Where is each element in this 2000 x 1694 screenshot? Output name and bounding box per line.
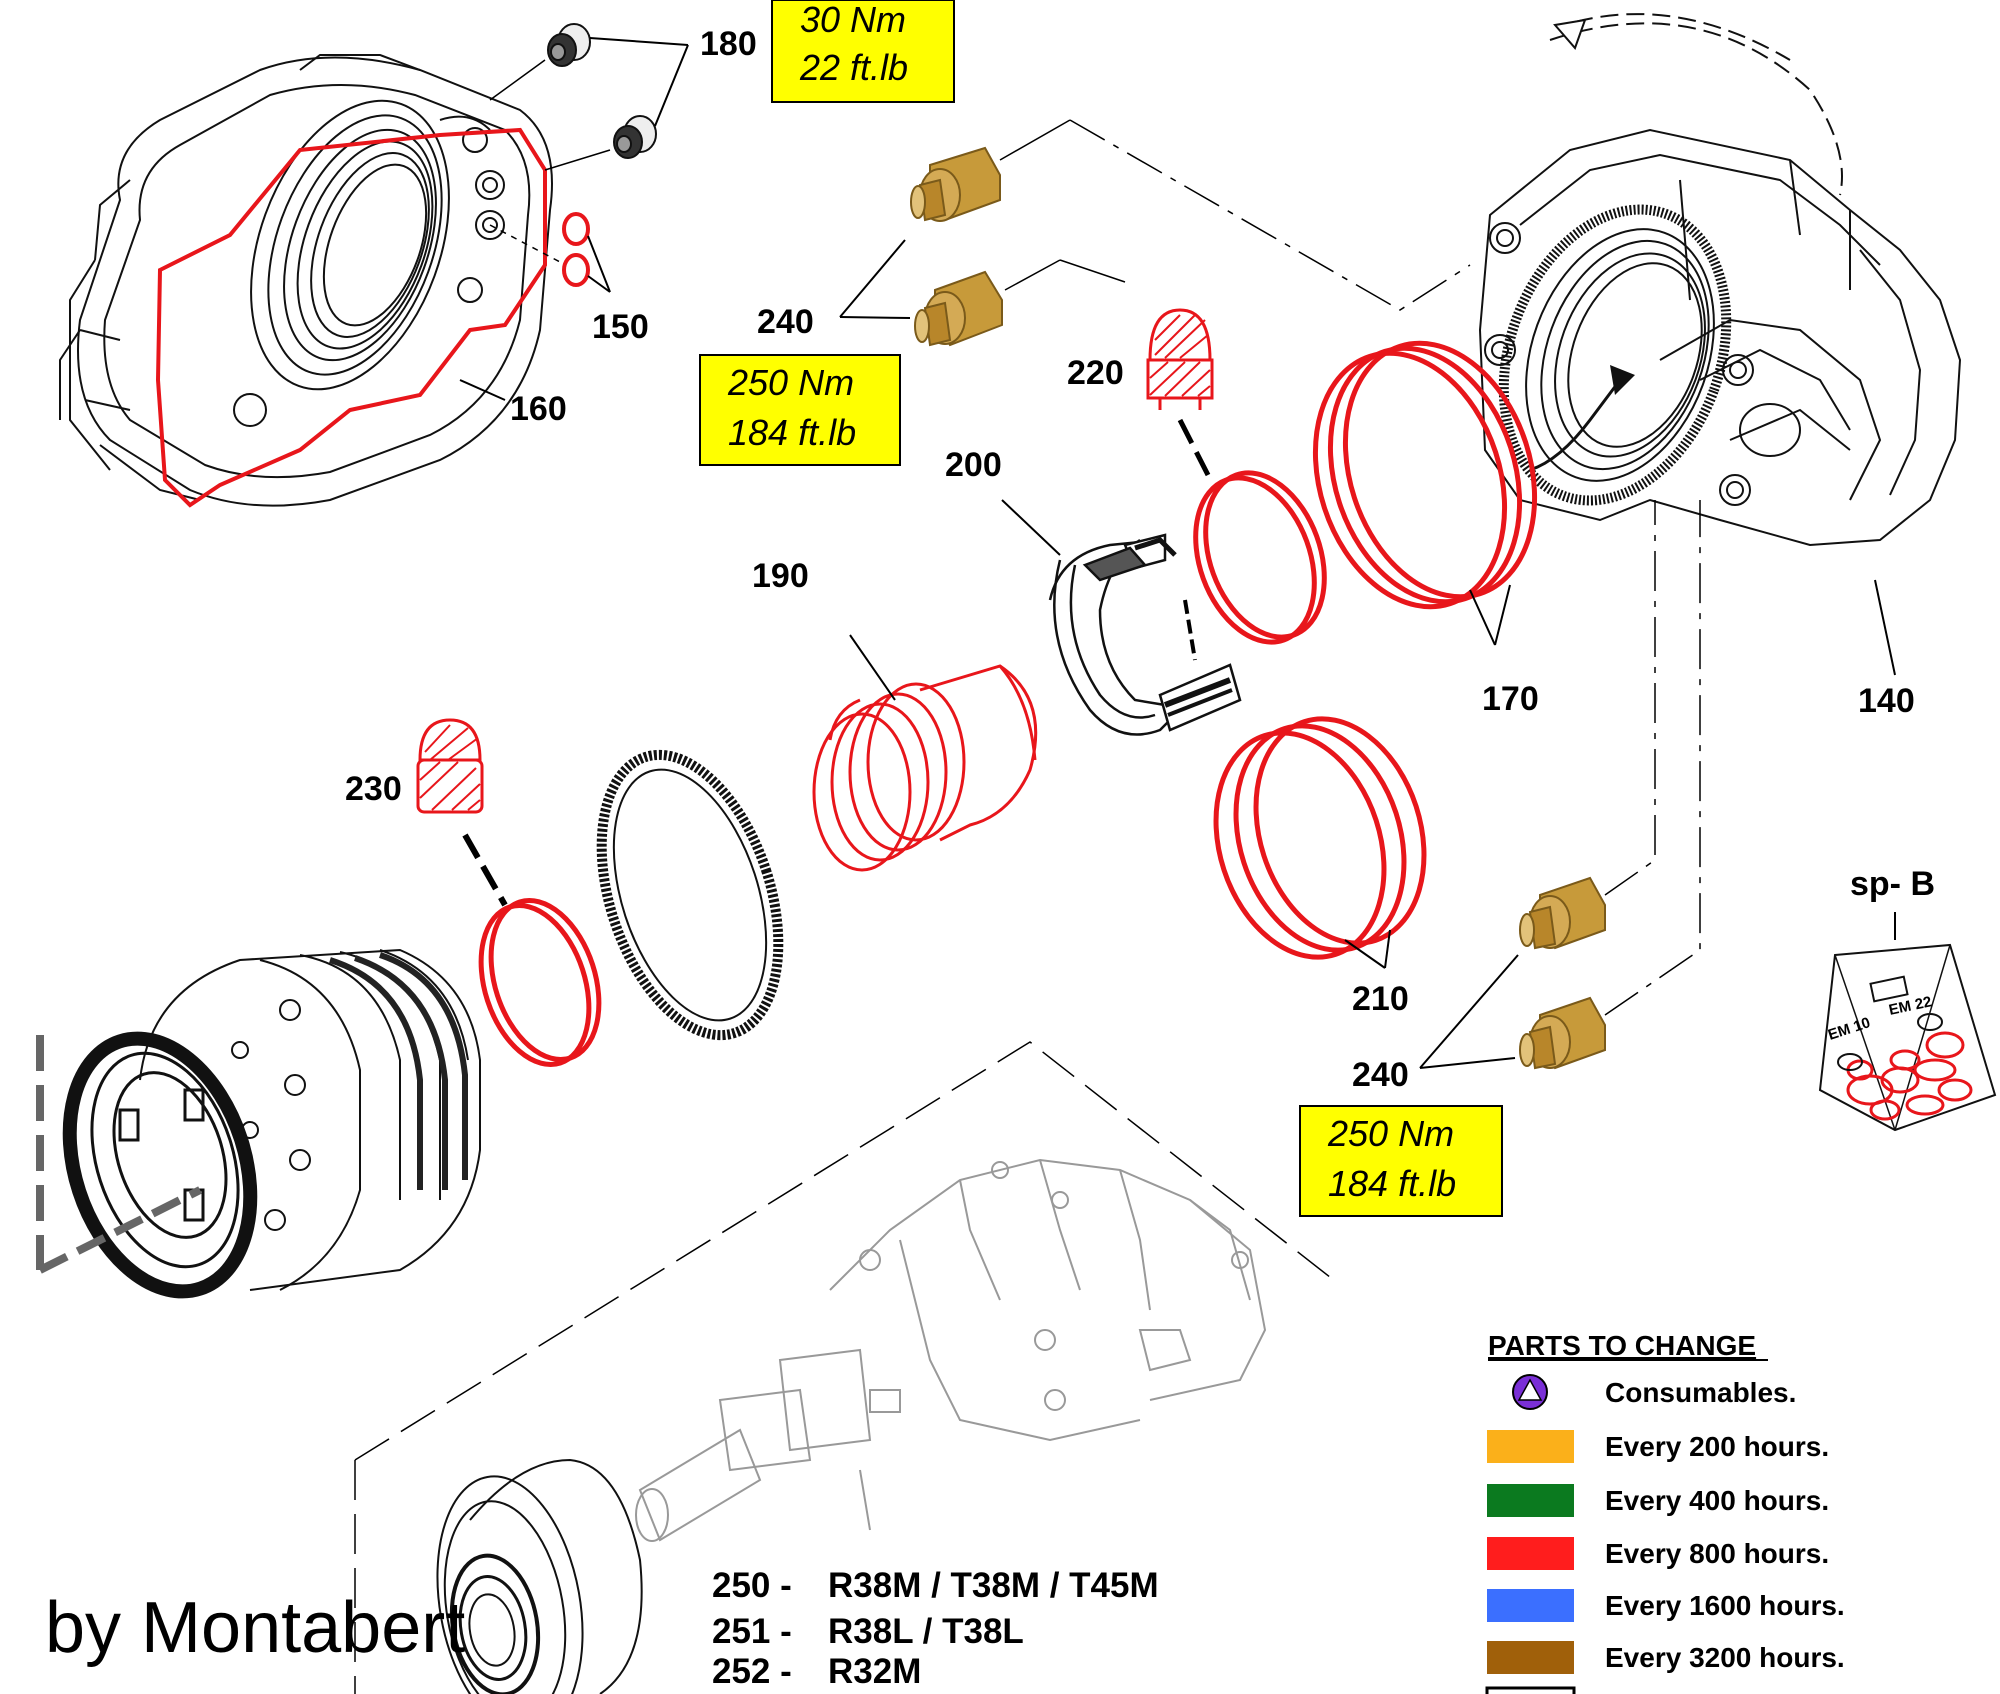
housing-bore (233, 99, 505, 427)
seal-ring-220 (1193, 470, 1327, 645)
fitting-240b (914, 270, 1003, 347)
legend: PARTS TO CHANGE Consumables. Every 200 h… (1485, 1330, 1845, 1694)
legend-item-800: Every 800 hours. (1605, 1538, 1829, 1569)
rear-housing-160 (59, 54, 553, 507)
plug-180a (547, 23, 591, 67)
label-240-bottom: 240 (1352, 1056, 1409, 1094)
credit-text: by Montabert (45, 1588, 465, 1668)
model-names: R38M / T38M / T45M (828, 1566, 1159, 1605)
o-ring-150b (562, 253, 590, 287)
torque-184ftlb-b: 184 ft.lb (1328, 1163, 1456, 1204)
torque-22ftlb: 22 ft.lb (799, 47, 908, 88)
torque-box-30nm (771, 0, 955, 103)
legend-swatch-3200 (1487, 1641, 1574, 1674)
legend-swatch-400 (1487, 1484, 1574, 1517)
label-170: 170 (1482, 680, 1539, 718)
fitting-240d (1519, 996, 1606, 1070)
front-housing-bore (1498, 204, 1732, 506)
legend-swatch-200 (1487, 1430, 1574, 1463)
o-rings-170 (1312, 340, 1538, 610)
label-230: 230 (345, 770, 402, 808)
gasket-160 (155, 127, 547, 508)
fitting-240a (910, 146, 1001, 222)
rotation-arrow-icon (1529, 379, 1622, 472)
legend-title: PARTS TO CHANGE (1488, 1330, 1756, 1361)
label-210: 210 (1352, 980, 1409, 1018)
label-200: 200 (945, 446, 1002, 484)
torque-250nm-b: 250 Nm (1327, 1113, 1454, 1154)
dashed-curve-arrow-icon (1549, 22, 1843, 196)
label-180: 180 (700, 25, 757, 63)
triangle-circle-icon (1512, 1374, 1548, 1410)
label-240-top: 240 (757, 303, 814, 341)
chuck-face (62, 1031, 258, 1299)
plug-180b (613, 115, 657, 159)
legend-swatch-outline (1485, 1686, 1576, 1694)
legend-item-1600: Every 1600 hours. (1605, 1590, 1845, 1621)
legend-item-consumables: Consumables. (1605, 1377, 1796, 1408)
torque-250nm-a: 250 Nm (727, 362, 854, 403)
complete-breaker-assembly (635, 1158, 1267, 1542)
model-names: R32M (828, 1652, 921, 1691)
torque-184ftlb-a: 184 ft.lb (728, 412, 856, 453)
label-140: 140 (1858, 682, 1915, 720)
model-names: R38L / T38L (828, 1612, 1024, 1651)
fitting-240c (1519, 876, 1606, 950)
label-sp-b: sp- B (1850, 865, 1935, 903)
torque-box-250nm-a (699, 354, 901, 466)
axis-indicator (36, 1035, 202, 1274)
legend-item-3200: Every 3200 hours. (1605, 1642, 1845, 1673)
front-head-grooves (329, 952, 468, 1190)
plug-230 (416, 718, 484, 814)
model-code: 252 - (712, 1652, 792, 1691)
model-code: 251 - (712, 1612, 792, 1651)
model-code: 250 - (712, 1566, 792, 1605)
torque-30nm: 30 Nm (800, 0, 906, 40)
label-190: 190 (752, 557, 809, 595)
label-150: 150 (592, 308, 649, 346)
serrated-ring (596, 749, 784, 1041)
plug-220 (1146, 308, 1214, 410)
legend-item-200: Every 200 hours. (1605, 1431, 1829, 1462)
legend-item-400: Every 400 hours. (1605, 1485, 1829, 1516)
o-ring-150a (562, 212, 590, 246)
bushing-200 (1048, 533, 1242, 736)
sleeve-190 (812, 664, 1038, 872)
seal-ring-230 (478, 897, 602, 1068)
o-rings-210 (1213, 716, 1427, 960)
torque-box-250nm-b (1299, 1105, 1503, 1217)
front-housing-140 (1478, 128, 1962, 547)
legend-swatch-800 (1487, 1537, 1574, 1570)
label-220: 220 (1067, 354, 1124, 392)
model-list: 250 - R38M / T38M / T45M 251 - R38L / T3… (712, 1566, 1159, 1691)
spare-kit-bag (1818, 943, 1997, 1132)
label-160: 160 (510, 390, 567, 428)
legend-swatch-1600 (1487, 1589, 1574, 1622)
